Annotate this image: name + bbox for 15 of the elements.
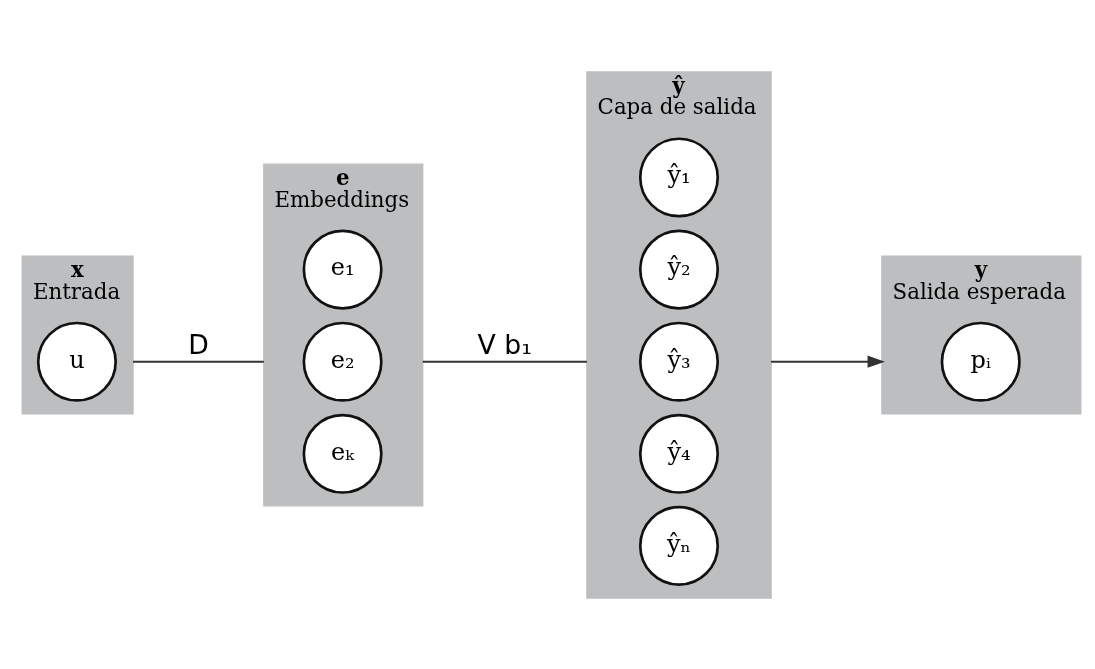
node-circle: ŷ₁ — [638, 136, 720, 218]
node-circle: ŷ₃ — [638, 321, 720, 402]
connector — [421, 360, 588, 363]
node-circle: e₂ — [302, 321, 383, 402]
edge-label: D — [188, 328, 209, 360]
edge-label: V b₁ — [477, 328, 532, 360]
node-circle: ŷ₄ — [638, 413, 720, 494]
node-circle: ŷ₂ — [638, 229, 720, 310]
node-circle: e₁ — [302, 229, 383, 310]
arrow — [770, 355, 885, 368]
connector — [132, 360, 265, 363]
node-circle: u — [36, 321, 117, 402]
node-circle: pᵢ — [940, 321, 1021, 402]
node-circle: ŷₙ — [638, 505, 720, 586]
node-circle: eₖ — [302, 413, 383, 494]
